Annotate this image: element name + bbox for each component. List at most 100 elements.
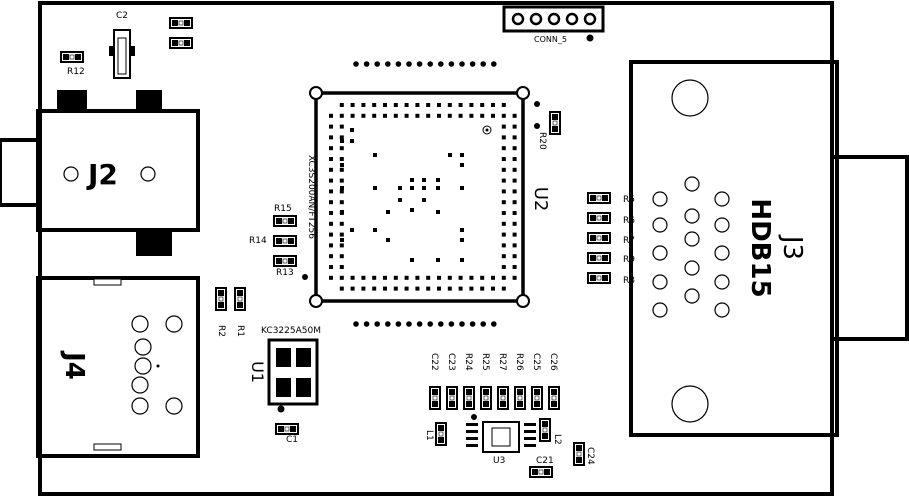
r20-label: R20 [537,132,547,150]
bga-ball [437,103,441,107]
bga-ball [339,275,344,280]
resistor-r13 [273,255,297,267]
resistor-r10-a [169,17,193,29]
bga-ball [339,254,344,259]
bga-ball [329,275,333,280]
bga-ball [480,275,485,280]
u2-bottom-pad [385,321,391,327]
u2-top-pad [385,61,391,67]
connector-conn5: CONN_5 [502,5,605,44]
bga-ball [512,243,517,248]
bga-inner-pad [373,153,377,157]
u2-top-pad [395,61,402,67]
bga-ball [415,113,420,118]
bga-inner-pad [410,208,414,212]
resistor-r12 [60,51,84,63]
bga-ball [501,221,506,226]
resistor-r2 [215,287,227,311]
j4-refdes: J4 [59,350,89,380]
bga-ball [501,103,506,107]
r8-label: R8 [623,276,635,286]
bga-ball [339,135,344,140]
bga-inner-pad [448,153,452,157]
bga-ball [329,146,333,151]
bga-inner-pad [398,198,402,202]
bga-ball [426,113,431,118]
bga-ball [501,211,506,215]
u2-bottom-pad [480,321,487,327]
r24-label: R24 [463,353,473,371]
bga-inner-pad [340,238,344,242]
bga-ball [501,167,506,172]
bga-ball [372,275,377,280]
bottom-passive-0 [429,386,441,410]
bga-inner-pad [386,210,390,214]
u2-top-pad [480,61,487,67]
u2-refdes: U2 [530,187,551,212]
bga-ball [415,103,420,107]
bga-ball [512,211,517,215]
bga-ball [512,232,517,237]
bga-ball [361,275,366,280]
bga-ball [512,265,517,269]
u2-top-pad [416,61,423,67]
c24-label: C24 [585,447,595,465]
bga-ball [437,275,441,280]
resistor-r15 [273,215,297,227]
bga-inner-pad [340,163,344,167]
bga-ball [404,286,409,291]
bga-ball [426,103,431,107]
r6-label: R6 [623,216,635,226]
bga-ball [329,243,333,248]
bga-ball [458,275,463,280]
r9-label: R9 [623,255,635,265]
u2-top-pad [406,61,412,67]
bga-ball [393,275,398,280]
u2-top-pad-row [353,61,497,67]
bga-ball [329,157,333,161]
bga-inner-pad [436,210,440,214]
bga-ball [512,189,517,194]
bga-ball [469,113,474,118]
bga-ball [329,232,333,237]
bga-ball [501,265,506,269]
bga-ball [491,103,495,107]
bottom-passive-7 [548,386,560,410]
resistor-r7 [587,232,611,244]
bga-inner-pad [350,139,354,143]
u2-top-pad [469,61,476,67]
bottom-passive-2 [463,386,475,410]
bga-ball [404,275,409,280]
bga-ball [329,189,333,194]
bga-inner-pad [436,258,440,262]
bottom-passive-4 [497,386,509,410]
bga-ball [339,265,344,269]
u2-bottom-pad [448,321,455,327]
connector-j2: J2 [0,90,200,256]
bga-inner-pad [350,228,354,232]
connector-j3: J3 HDB15 [629,60,909,437]
bga-ball [512,200,517,205]
capacitor-c1 [275,423,299,435]
u2-top-pad [438,61,444,67]
bga-inner-pad [460,186,464,190]
bga-inner-pad [373,228,377,232]
c21-label: C21 [536,456,554,466]
resistor-r9 [587,252,611,264]
bga-inner-pad [340,210,344,214]
bga-ball [372,286,377,291]
resistor-r8 [587,272,611,284]
bga-inner-pad [460,153,464,157]
bga-inner-pad [398,186,402,190]
l1-label: L1 [424,430,434,441]
u2-bottom-pad [353,321,359,327]
u2-top-pad [459,61,465,67]
bottom-passive-5 [514,386,526,410]
bga-ball [350,275,355,280]
connector-j4: J4 [36,276,200,458]
capacitor-c21 [529,466,553,478]
bga-ball [501,200,506,205]
bga-ball [339,221,344,226]
bga-ball [361,103,366,107]
u3-refdes: U3 [493,456,505,466]
